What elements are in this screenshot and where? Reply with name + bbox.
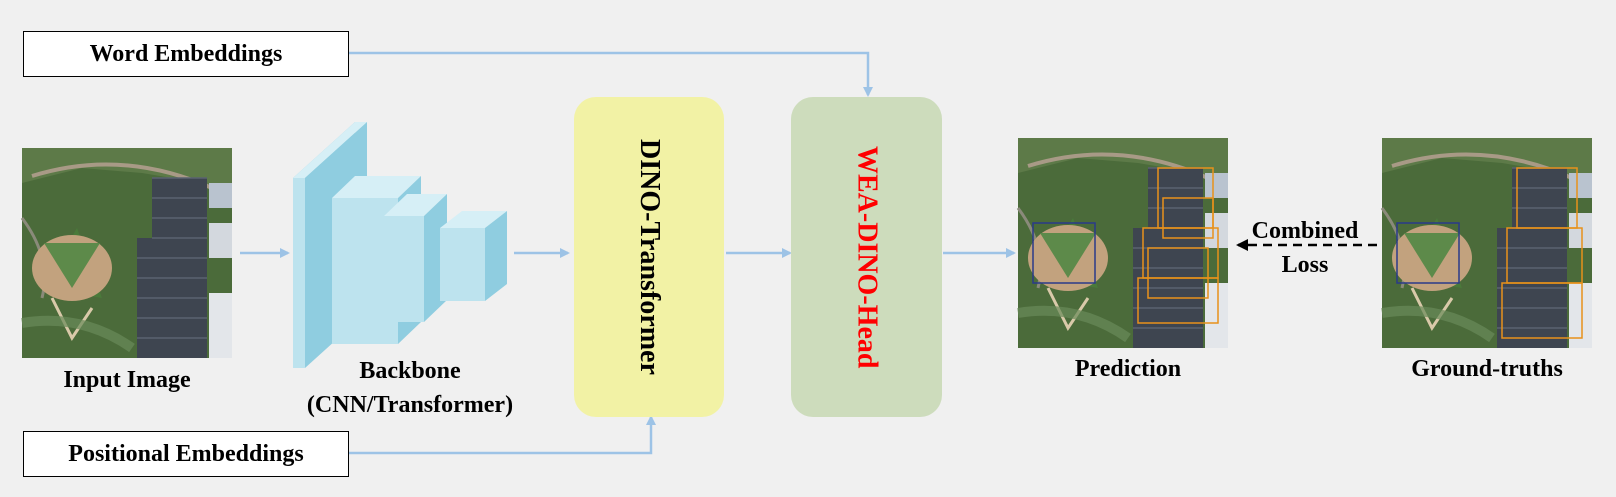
prediction-label: Prediction (1074, 356, 1182, 382)
backbone-label-line2: (CNN/Transformer) (306, 392, 514, 418)
word-embeddings-label: Word Embeddings (89, 40, 283, 67)
arrow-word-embeddings-to-head (348, 51, 873, 97)
gt-bbox (1501, 282, 1583, 339)
prediction-image (1018, 138, 1228, 348)
ground-truth-label: Ground-truths (1411, 356, 1563, 382)
dino-transformer-label: DINO-Transformer (634, 139, 665, 375)
dino-transformer-block: DINO-Transformer (574, 97, 724, 417)
input-image (22, 148, 232, 358)
backbone-cubes (293, 122, 507, 368)
ground-truth-image (1382, 138, 1592, 348)
gt-bbox-field (1396, 222, 1460, 284)
combined-loss-line1: Combined (1251, 218, 1359, 244)
backbone-cube-4 (440, 211, 507, 301)
backbone-label-line1: Backbone (359, 358, 461, 384)
pred-bbox (1147, 247, 1209, 299)
arrow-positional-embeddings-to-transformer (348, 415, 656, 455)
pred-bbox (1137, 277, 1219, 324)
combined-loss-label: Combined Loss (1235, 214, 1375, 282)
positional-embeddings-label: Positional Embeddings (68, 440, 304, 467)
backbone-label: Backbone (CNN/Transformer) (280, 354, 540, 422)
wea-dino-head-label: WEA-DINO-Head (851, 145, 883, 369)
positional-embeddings-box: Positional Embeddings (23, 431, 349, 477)
pred-bbox (1162, 197, 1214, 239)
word-embeddings-box: Word Embeddings (23, 31, 349, 77)
input-image-label: Input Image (63, 367, 191, 393)
combined-loss-line2: Loss (1281, 252, 1329, 278)
pred-bbox-field (1032, 222, 1096, 284)
wea-dino-head-block: WEA-DINO-Head (791, 97, 942, 417)
backbone-cube-3 (384, 194, 447, 322)
